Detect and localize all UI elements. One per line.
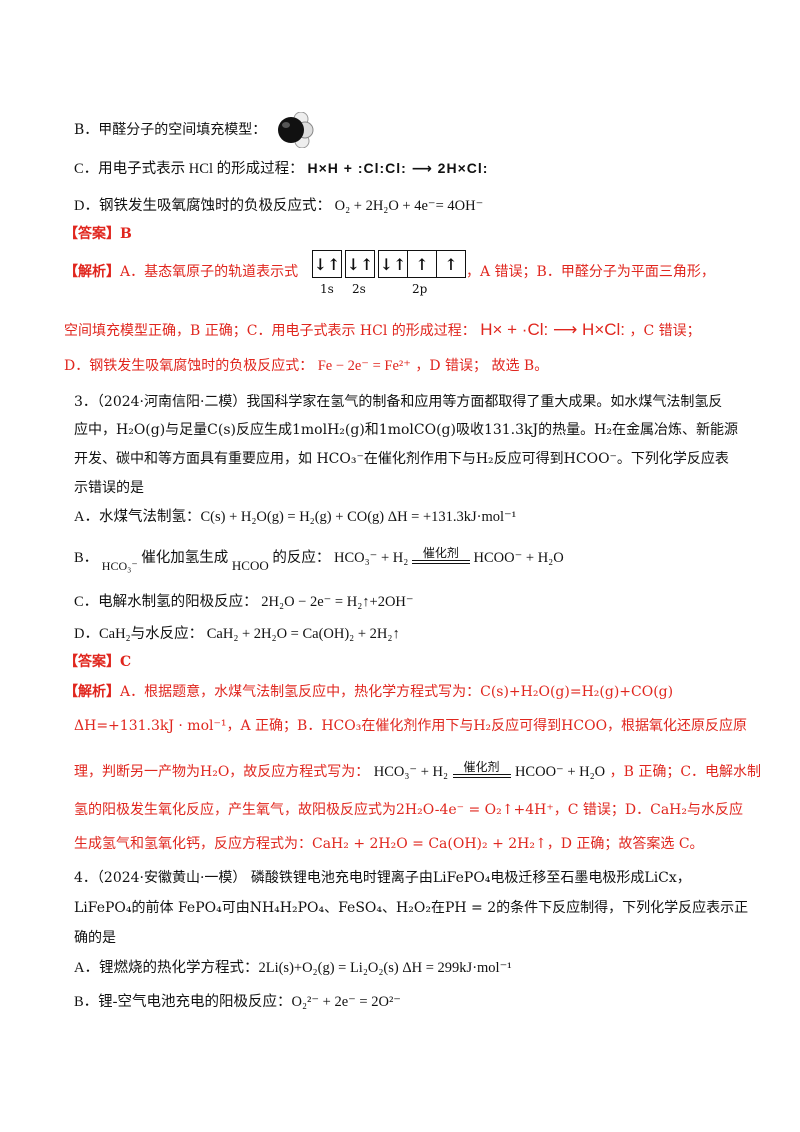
explanation-1-line-1b: ，A 错误；B．甲醛分子为平面三角形，	[466, 264, 715, 280]
equation-left: HCO₃⁻ + H₂	[373, 764, 449, 780]
hcl-electron-formula: H× + ·Cl: ⟶ H×Cl:	[480, 320, 626, 339]
explanation-1-line-3: D．钢铁发生吸氧腐蚀时的负极反应式： Fe − 2e⁻ = Fe²⁺ ，D 错误…	[64, 356, 548, 376]
option-c-formula: 2H₂O − 2e⁻ = H₂↑+2OH⁻	[261, 594, 414, 610]
explanation-1-line-1: 【解析】A．基态氧原子的轨道表示式	[64, 262, 298, 282]
explanation-2-line-2: ΔH=+131.3kJ · mol⁻¹，A 正确；B．HCO₃在催化剂作用下与H…	[74, 718, 748, 734]
question-4-line-1: 4．（2024·安徽黄山·一模） 磷酸铁锂电池充电时锂离子由LiFePO₄电极迁…	[74, 870, 691, 886]
catalyst-label: 催化剂	[422, 546, 459, 560]
question-4-option-b: B．锂-空气电池充电的阳极反应：O₂²⁻ + 2e⁻ = 2O²⁻	[74, 994, 401, 1010]
option-d-text: D．CaH₂与水反应：	[74, 626, 204, 642]
question-3-option-a: A．水煤气法制氢：C(s) + H₂O(g) = H₂(g) + CO(g) Δ…	[74, 509, 517, 525]
option-d-label: D．钢铁发生吸氧腐蚀时的负极反应式：	[74, 198, 331, 214]
answer-value: B	[120, 226, 132, 242]
equation-left: HCO₃⁻ + H₂	[334, 550, 409, 566]
explanation-text: 空间填充模型正确，B 正确；C．用电子式表示 HCl 的形成过程：	[64, 323, 476, 339]
option-c-text: C．电解水制氢的阳极反应：	[74, 594, 258, 610]
catalyst-arrow: 催化剂	[452, 760, 511, 778]
hco3-ion: HCO₃⁻	[101, 559, 138, 573]
formaldehyde-model-image	[271, 111, 315, 149]
answer-value: C	[120, 654, 132, 670]
option-b: B．甲醛分子的空间填充模型：	[74, 111, 315, 149]
explanation-2-line-5: 生成氢气和氢氧化钙，反应方程式为：CaH₂ + 2H₂O = Ca(OH)₂ +…	[74, 836, 704, 852]
hcoo-ion: HCOO	[231, 558, 269, 573]
orbital-box-2p-1: ↓↑	[378, 250, 408, 278]
orbital-label-1s: 1s	[320, 282, 334, 296]
explanation-2-line-1: 【解析】A．根据题意，水煤气法制氢反应中，热化学方程式写为：C(s)+H₂O(g…	[64, 682, 673, 702]
answer-tag: 【答案】	[64, 226, 120, 242]
orbital-label-2p: 2p	[412, 282, 428, 296]
option-b-text: 的反应：	[272, 550, 331, 566]
orbital-box-2s: ↓↑	[345, 250, 375, 278]
orbital-diagram: ↓↑ ↓↑ ↓↑ ↑ ↑ 1s 2s 2p	[312, 250, 469, 296]
explanation-2-line-4: 氢的阳极发生氧化反应，产生氧气，故阳极反应式为2H₂O-4e⁻ = O₂↑+4H…	[74, 802, 743, 818]
equation-right: HCOO⁻ + H₂O	[473, 550, 564, 566]
explanation-text: 理，判断另一产物为H₂O，故反应方程式写为：	[74, 764, 370, 780]
option-b-text: 催化加氢生成	[141, 550, 229, 566]
question-4-line-3: 确的是	[74, 930, 116, 946]
option-b-label: B．甲醛分子的空间填充模型：	[74, 122, 267, 138]
explanation-text: ，C 错误；	[629, 323, 701, 339]
option-c-label: C．用电子式表示 HCl 的形成过程：	[74, 161, 304, 177]
answer-1: 【答案】B	[64, 224, 132, 244]
explanation-tag: 【解析】	[64, 264, 120, 280]
explanation-1-line-2: 空间填充模型正确，B 正确；C．用电子式表示 HCl 的形成过程： H× + ·…	[64, 320, 701, 341]
answer-tag: 【答案】	[64, 654, 120, 670]
question-4-option-a: A．锂燃烧的热化学方程式：2Li(s)+O₂(g) = Li₂O₂(s) ΔH …	[74, 960, 512, 976]
question-3-line-4: 示错误的是	[74, 480, 144, 496]
option-c: C．用电子式表示 HCl 的形成过程： H×H + :Cl:Cl: ⟶ 2H×C…	[74, 158, 488, 179]
option-b-prefix: B．	[74, 550, 99, 566]
question-3-option-c: C．电解水制氢的阳极反应： 2H₂O − 2e⁻ = H₂↑+2OH⁻	[74, 592, 414, 612]
orbital-box-2p-2: ↑	[408, 250, 437, 278]
question-3-line-3: 开发、碳中和等方面具有重要应用，如 HCO₃⁻在催化剂作用下与H₂反应可得到HC…	[74, 451, 729, 467]
orbital-box-1s: ↓↑	[312, 250, 342, 278]
question-4-line-2: LiFePO₄的前体 FePO₄可由NH₄H₂PO₄、FeSO₄、H₂O₂在PH…	[74, 900, 749, 916]
explanation-tag: 【解析】	[64, 684, 120, 700]
explanation-text: ，D 错误； 故选 B。	[415, 358, 549, 374]
question-3-line-1: 3．（2024·河南信阳·二模）我国科学家在氢气的制备和应用等方面都取得了重大成…	[74, 394, 723, 410]
equation-right: HCOO⁻ + H₂O	[514, 764, 606, 780]
option-d-formula: O₂ + 2H₂O + 4e⁻= 4OH⁻	[334, 198, 484, 214]
explanation-text: A．基态氧原子的轨道表示式	[120, 264, 299, 280]
orbital-label-2s: 2s	[352, 282, 366, 296]
question-3-option-d: D．CaH₂与水反应： CaH₂ + 2H₂O = Ca(OH)₂ + 2H₂↑	[74, 624, 400, 644]
catalyst-label: 催化剂	[463, 760, 500, 774]
explanation-2-line-3: 理，判断另一产物为H₂O，故反应方程式写为： HCO₃⁻ + H₂ 催化剂 HC…	[74, 760, 762, 782]
option-d-formula: CaH₂ + 2H₂O = Ca(OH)₂ + 2H₂↑	[206, 626, 400, 642]
orbital-box-2p-3: ↑	[437, 250, 466, 278]
option-d: D．钢铁发生吸氧腐蚀时的负极反应式： O₂ + 2H₂O + 4e⁻= 4OH⁻	[74, 196, 483, 216]
explanation-text: D．钢铁发生吸氧腐蚀时的负极反应式：	[64, 358, 314, 374]
question-3-line-2: 应中，H₂O(g)与足量C(s)反应生成1molH₂(g)和1molCO(g)吸…	[74, 422, 738, 438]
question-3-option-b: B． HCO₃⁻ 催化加氢生成 HCOO 的反应： HCO₃⁻ + H₂ 催化剂…	[74, 546, 564, 573]
iron-anode-formula: Fe − 2e⁻ = Fe²⁺	[317, 358, 411, 374]
catalyst-arrow: 催化剂	[411, 546, 470, 564]
explanation-text: A．根据题意，水煤气法制氢反应中，热化学方程式写为：C(s)+H₂O(g)=H₂…	[120, 684, 674, 700]
explanation-text: ，B 正确；C．电解水制	[609, 764, 762, 780]
answer-2: 【答案】C	[64, 652, 131, 672]
option-c-formula: H×H + :Cl:Cl: ⟶ 2H×Cl:	[307, 160, 489, 176]
